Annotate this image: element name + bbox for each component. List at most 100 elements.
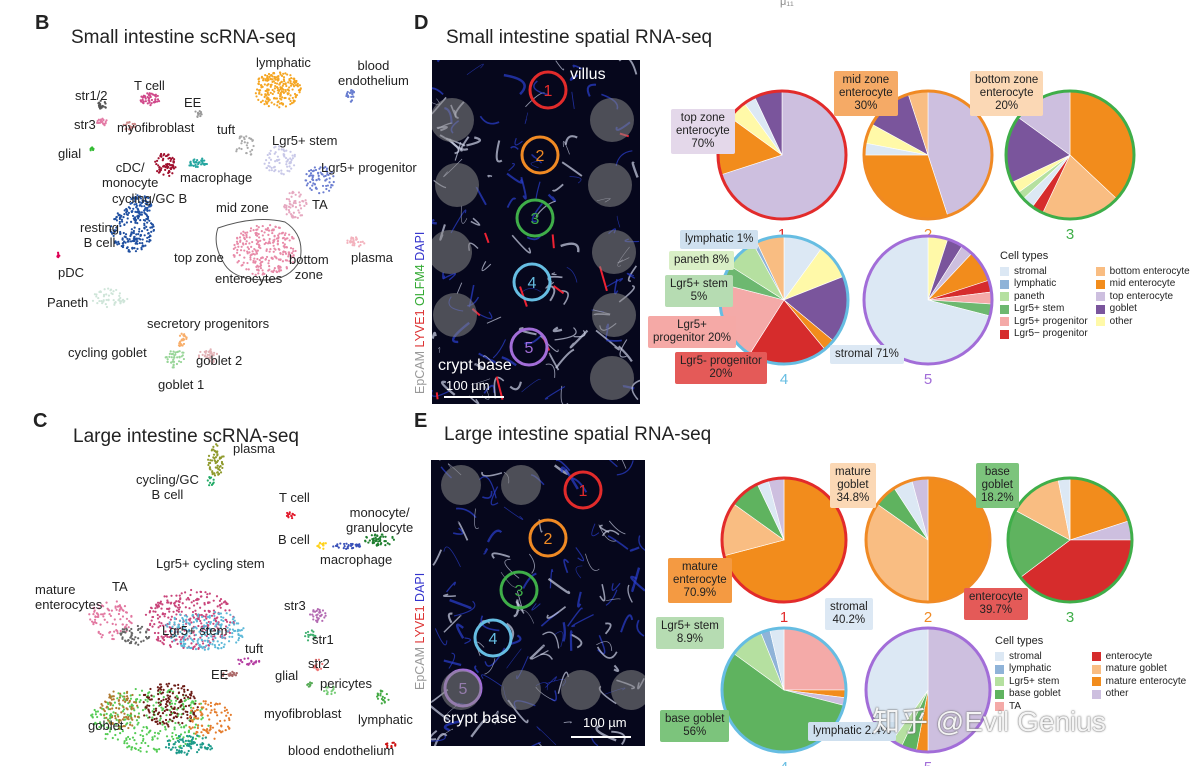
pie-zone-label: 2 (924, 609, 932, 626)
legend-swatch (1000, 279, 1009, 289)
zone-circle (528, 70, 568, 110)
tag-lgr5-stem: Lgr5+ stem 5% (665, 275, 733, 307)
umap-label: mature enterocytes (35, 582, 103, 612)
legend-swatch (1000, 329, 1009, 339)
legend-item: bottom enterocyte (1095, 266, 1195, 279)
legend-swatch (995, 664, 1004, 674)
umap-label: goblet 1 (158, 377, 205, 392)
umap-c-cluster (306, 681, 313, 688)
zone-circle-label: 1 (544, 83, 553, 100)
legend-item: stromal (995, 651, 1084, 664)
umap-c-plot (88, 443, 397, 756)
zone-circle (499, 570, 539, 610)
umap-label: tuft (217, 122, 236, 137)
legend-label: paneth (1014, 290, 1045, 302)
tag-top-zone: top zone enterocyte 70% (671, 109, 735, 154)
scale-bar-e (571, 736, 631, 738)
legend-label: Lgr5+ progenitor (1014, 315, 1088, 327)
panel-title-b: Small intestine scRNA-seq (71, 27, 296, 48)
zone-circle (528, 518, 568, 558)
zone-circle (520, 135, 560, 175)
umap-label: lymphatic (358, 712, 413, 727)
pie-zone-label: 5 (924, 371, 932, 388)
legend-swatch (1095, 279, 1105, 289)
umap-label: goblet 2 (196, 353, 243, 368)
zone-circle-label: 4 (489, 631, 498, 648)
tag-mature-goblet: mature goblet 34.8% (830, 463, 876, 508)
panel-title-c: Large intestine scRNA-seq (73, 426, 299, 447)
crypt-base-label-e: crypt base (443, 710, 517, 727)
stain-epcam-e: EpCAM (413, 646, 427, 690)
umap-b-cluster (97, 99, 107, 110)
umap-c-cluster (220, 669, 238, 680)
umap-b-cluster (263, 144, 296, 176)
tag-lymphatic-e: lymphatic 2.4% (808, 722, 896, 741)
legend-item: base goblet (995, 688, 1084, 701)
umap-b-cluster (304, 165, 335, 195)
umap-label: enterocytes (215, 271, 283, 286)
zone-circle-label: 5 (525, 340, 534, 357)
pie-ring (720, 626, 848, 754)
umap-label: glial (58, 146, 82, 161)
umap-label: TA (112, 579, 128, 594)
umap-c-cluster (99, 690, 140, 730)
legend-label: Lgr5+ stem (1014, 303, 1065, 314)
umap-label: goblet (88, 718, 124, 733)
legend-title: Cell types (1000, 250, 1049, 262)
umap-label: pericytes (320, 676, 373, 691)
umap-label: blood endothelium (338, 58, 409, 88)
legend-item: mature goblet (1091, 663, 1195, 676)
legend-item: mature enterocyte (1091, 675, 1195, 689)
scale-bar-label-e: 100 µm (583, 715, 627, 730)
legend-label: Lgr5+ stem (1009, 675, 1060, 687)
umap-label: Lgr5+ progenitor (321, 160, 417, 175)
pie-ring (864, 476, 992, 604)
tag-lymphatic: lymphatic 1% (680, 230, 759, 249)
zone-circle (515, 198, 555, 238)
tag-paneth: paneth 8% (669, 251, 734, 270)
legend-swatch (1095, 317, 1105, 327)
panel-letter-d: D (414, 12, 429, 34)
pie-ring (1006, 476, 1134, 604)
umap-b-cluster (122, 121, 137, 132)
umap-label: Lgr5+ cycling stem (156, 556, 265, 571)
pie-ring (716, 89, 848, 221)
umap-label: str1/2 (75, 88, 108, 103)
umap-label: EE (211, 667, 229, 682)
legend-label: other (1105, 688, 1129, 699)
umap-label: top zone (174, 250, 224, 265)
umap-label: Paneth (47, 295, 89, 310)
umap-c-cluster (308, 608, 327, 624)
zone-circle-label: 2 (544, 531, 553, 548)
umap-b-cluster (188, 157, 208, 169)
umap-label: tuft (245, 641, 264, 656)
umap-c-cluster (90, 687, 210, 753)
panel-letter-e: E (414, 410, 428, 432)
umap-b-cluster (91, 287, 129, 309)
legend-swatch (1000, 267, 1009, 277)
zone-circle-label: 1 (579, 483, 588, 500)
legend-item: mid enterocyte (1095, 278, 1195, 291)
legend-swatch (995, 677, 1004, 687)
legend-swatch (1091, 689, 1101, 699)
legend-swatch (1000, 292, 1009, 302)
tag-base-goblet: base goblet 18.2% (976, 463, 1019, 508)
umap-c-cluster (384, 741, 397, 749)
umap-label: macrophage (180, 170, 253, 185)
umap-label: str1 (312, 632, 334, 647)
legend-label: lymphatic (1009, 663, 1052, 674)
umap-label: T cell (279, 490, 310, 505)
villus-label: villus (570, 66, 606, 83)
umap-c-cluster (237, 657, 261, 666)
zone-circle (512, 262, 552, 302)
legend-item: other (1091, 688, 1195, 701)
tag-base-goblet-4: base goblet 56% (660, 710, 730, 742)
umap-c-cluster (88, 600, 133, 641)
umap-b-cluster (235, 135, 255, 156)
legend-label: mature enterocyte (1105, 675, 1187, 687)
legend-item: enterocyte (1091, 651, 1195, 664)
legend-swatch (1095, 267, 1105, 277)
legend-label: goblet (1109, 303, 1137, 314)
tag-bottom-zone: bottom zone enterocyte 20% (970, 71, 1044, 116)
